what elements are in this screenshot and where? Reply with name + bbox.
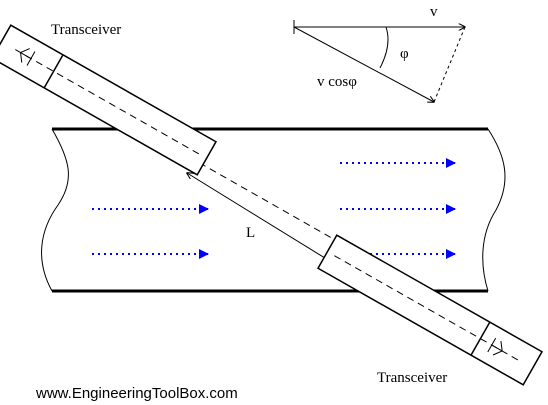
transceiver-top [0,24,218,176]
projection-line [433,26,466,103]
pipe-right-cut-edge [482,128,506,292]
path-length-arrow [187,173,346,271]
credit-text: www.EngineeringToolBox.com [35,385,238,402]
transceiver-bottom-label: Transceiver [377,370,447,386]
angle-arc [379,26,389,69]
velocity-component-vector [293,26,434,102]
flow-arrows [92,158,456,259]
transceiver-bottom-element-icon [487,337,503,356]
transceiver-bottom [316,234,544,386]
transceiver-top-label: Transceiver [51,22,121,38]
velocity-component-label: v cosφ [317,74,357,90]
path-length-label: L [246,225,255,241]
velocity-vector-diagram [293,20,466,103]
velocity-label: v [430,4,438,20]
pipe-left-cut-edge [41,128,69,292]
transceiver-top-element-icon [19,48,36,66]
angle-label: φ [400,46,409,62]
transceiver-top-body [0,24,218,176]
transceiver-top-divider [43,54,64,89]
